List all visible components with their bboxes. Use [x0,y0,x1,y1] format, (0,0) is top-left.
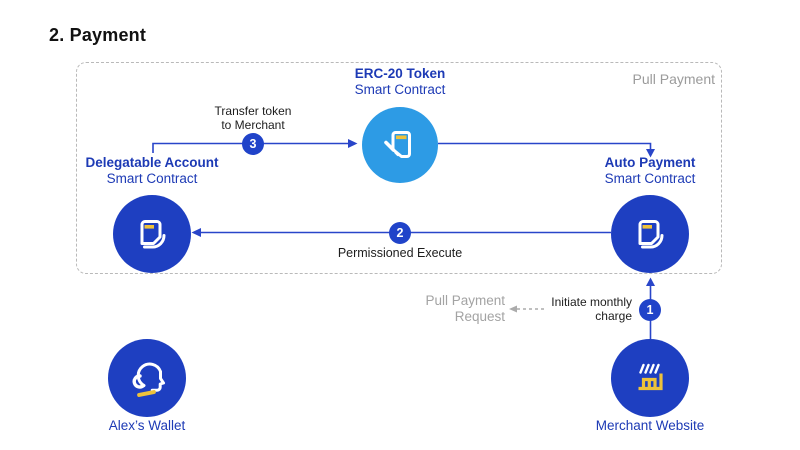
alex-wallet-node [108,339,186,417]
autopayment-subtitle: Smart Contract [604,170,696,186]
page-title: 2. Payment [49,25,147,45]
step1-label: Initiate monthly charge [551,295,632,324]
autopayment-node-label: Auto Payment Smart Contract [560,155,740,187]
alex-wallet-label: Alex’s Wallet [108,418,186,433]
user-wallet-icon [132,362,165,397]
arrow-step2-head [191,228,201,237]
token-contract-icon [384,131,411,158]
delegatable-account-node [113,195,191,273]
arrow-pull-request-head [509,305,517,313]
delegatable-subtitle: Smart Contract [106,170,198,186]
pull-payment-group-label: Pull Payment [632,71,715,87]
storefront-icon [638,363,663,391]
arrow-erc20-to-autopayment-head [646,149,655,158]
erc20-node-label: ERC-20 Token Smart Contract [320,66,480,98]
step-badge-1: 1 [639,299,661,321]
delegatable-title: Delegatable Account [85,155,219,170]
arrow-erc20-to-autopayment-line [438,142,652,149]
auto-payment-node [611,195,689,273]
arrow-step1-head [646,277,655,286]
autopayment-title: Auto Payment [604,155,696,170]
step-badge-3: 3 [242,132,264,155]
pull-payment-group-box [76,62,722,274]
step2-label: Permissioned Execute [337,246,463,260]
arrow-step3-line [152,142,348,153]
contract-icon [638,220,664,249]
erc20-title: ERC-20 Token [354,66,446,81]
delegatable-node-label: Delegatable Account Smart Contract [62,155,242,187]
erc20-subtitle: Smart Contract [354,81,446,97]
merchant-website-label: Merchant Website [595,418,705,433]
arrow-step3-head [348,139,358,148]
merchant-website-node [611,339,689,417]
step3-label: Transfer token to Merchant [214,104,292,133]
contract-icon [140,220,166,249]
erc20-token-node [362,107,438,183]
pull-payment-request-label: Pull Payment Request [425,293,505,325]
step-badge-2: 2 [389,221,411,244]
